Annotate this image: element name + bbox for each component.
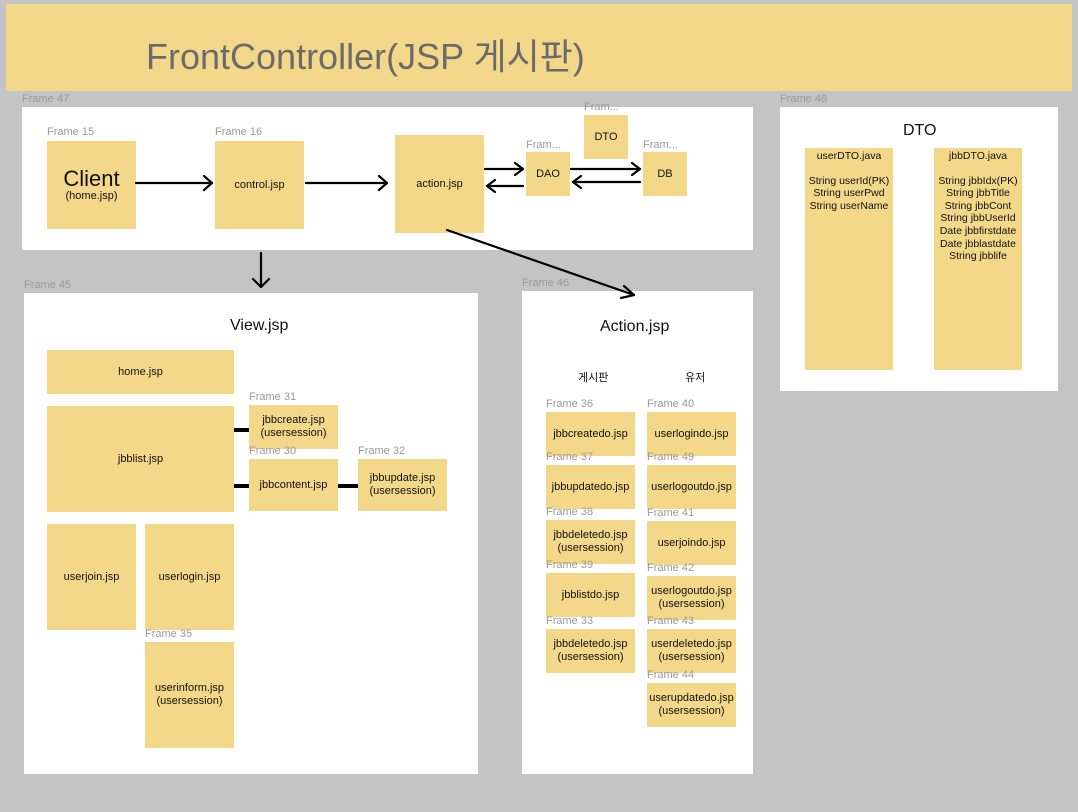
- jbbcreatedo-box: jbbcreatedo.jsp: [546, 412, 635, 456]
- frame-label-42: Frame 42: [647, 562, 695, 574]
- client-label: Client: [63, 165, 120, 191]
- frame-label-dao: Fram...: [526, 139, 561, 151]
- jbb-dto-column: jbbDTO.java String jbbIdx(PK) String jbb…: [934, 148, 1022, 370]
- page-title: FrontController(JSP 게시판): [146, 36, 585, 77]
- board-column-label: 게시판: [578, 372, 609, 384]
- user-dto-title: userDTO.java: [816, 150, 882, 162]
- userjoindo-box: userjoindo.jsp: [647, 521, 736, 565]
- frame-label-47: Frame 47: [22, 93, 70, 105]
- arrowhead-action-dao: [513, 161, 525, 177]
- frame-47-panel: [22, 107, 753, 250]
- jbbcontent-jsp-box: jbbcontent.jsp: [249, 459, 338, 511]
- arrow-to-action-frame: [445, 228, 636, 297]
- frame-label-35: Frame 35: [145, 628, 193, 640]
- jbbdeletedo-2-box: jbbdeletedo.jsp (usersession): [546, 629, 635, 673]
- frame-label-45: Frame 45: [24, 279, 72, 291]
- frame-label-39: Frame 39: [546, 559, 594, 571]
- frame-label-49: Frame 49: [647, 451, 695, 463]
- header-banner: [6, 4, 1072, 91]
- arrowhead-to-view: [251, 277, 271, 289]
- userinform-jsp-box: userinform.jsp (usersession): [145, 642, 234, 748]
- jbbcreate-jsp-box: jbbcreate.jsp (usersession): [249, 405, 338, 449]
- frame-label-db: Fram...: [643, 139, 678, 151]
- frame-label-40: Frame 40: [647, 398, 695, 410]
- frame-label-31: Frame 31: [249, 391, 297, 403]
- action-heading: Action.jsp: [600, 318, 670, 335]
- frame-label-44: Frame 44: [647, 669, 695, 681]
- frame-label-16: Frame 16: [215, 126, 263, 138]
- action-jsp-box: action.jsp: [395, 135, 484, 233]
- frame-label-33: Frame 33: [546, 615, 594, 627]
- jbblist-jsp-box: jbblist.jsp: [47, 406, 234, 512]
- userlogindo-box: userlogindo.jsp: [647, 412, 736, 456]
- frame-label-32: Frame 32: [358, 445, 406, 457]
- db-box: DB: [643, 152, 687, 196]
- jbbupdatedo-box: jbbupdatedo.jsp: [546, 465, 635, 509]
- control-jsp-box: control.jsp: [215, 141, 304, 229]
- jbb-dto-fields: String jbbIdx(PK) String jbbTitle String…: [938, 174, 1018, 263]
- frame-label-38: Frame 38: [546, 506, 594, 518]
- arrowhead-control-action: [377, 174, 389, 192]
- frame-label-dto-small: Fram...: [584, 101, 619, 113]
- home-jsp-box: home.jsp: [47, 350, 234, 394]
- user-column-label: 유저: [685, 372, 706, 384]
- frame-label-46: Frame 46: [522, 277, 570, 289]
- frame-label-15: Frame 15: [47, 126, 95, 138]
- frame-label-37: Frame 37: [546, 451, 594, 463]
- userjoin-jsp-box: userjoin.jsp: [47, 524, 136, 630]
- frame-label-48: Frame 48: [780, 93, 828, 105]
- frame-label-36: Frame 36: [546, 398, 594, 410]
- dao-box: DAO: [526, 152, 570, 196]
- arrowhead-dao-action: [485, 178, 497, 194]
- view-heading: View.jsp: [230, 317, 289, 334]
- user-dto-fields: String userId(PK) String userPwd String …: [808, 174, 890, 212]
- jbblistdo-box: jbblistdo.jsp: [546, 573, 635, 617]
- arrowhead-client-control: [202, 174, 214, 192]
- dto-heading: DTO: [903, 122, 937, 139]
- client-box: Client (home.jsp): [47, 141, 136, 229]
- userlogoutdo-session-box: userlogoutdo.jsp (usersession): [647, 576, 736, 620]
- dto-small-box: DTO: [584, 115, 628, 159]
- frame-label-41: Frame 41: [647, 507, 695, 519]
- jbb-dto-title: jbbDTO.java: [948, 150, 1008, 162]
- arrowhead-to-action-frame: [619, 284, 636, 300]
- frame-label-30: Frame 30: [249, 445, 297, 457]
- userdeletedo-box: userdeletedo.jsp (usersession): [647, 629, 736, 673]
- userlogin-jsp-box: userlogin.jsp: [145, 524, 234, 630]
- frame-label-43: Frame 43: [647, 615, 695, 627]
- userupdatedo-box: userupdatedo.jsp (usersession): [647, 683, 736, 727]
- jbbupdate-jsp-box: jbbupdate.jsp (usersession): [358, 459, 447, 511]
- arrowhead-dao-db: [630, 161, 642, 177]
- user-dto-column: userDTO.java String userId(PK) String us…: [805, 148, 893, 370]
- client-sublabel: (home.jsp): [65, 189, 118, 202]
- userlogoutdo-box: userlogoutdo.jsp: [647, 465, 736, 509]
- jbbdeletedo-box: jbbdeletedo.jsp (usersession): [546, 520, 635, 564]
- arrowhead-db-dao: [571, 174, 583, 190]
